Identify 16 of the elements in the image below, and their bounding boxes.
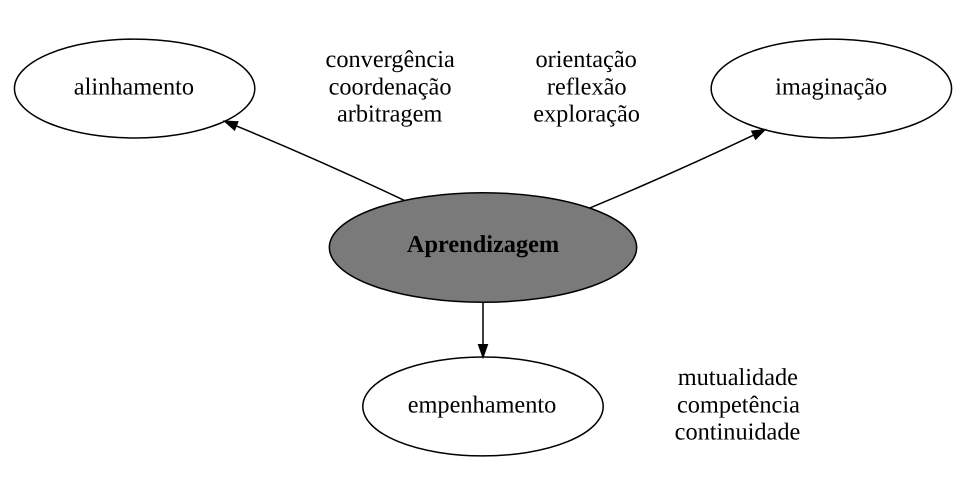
node-ellipse: empenhamento	[362, 356, 604, 456]
node-ellipse: alinhamento	[14, 38, 256, 138]
node-label: orientação	[535, 45, 637, 72]
node-label: competência	[676, 390, 800, 418]
node-label: convergência	[326, 45, 455, 72]
node-ellipse: imaginação	[710, 38, 952, 138]
node-label: mutualidade	[678, 363, 798, 390]
node-label: continuidade	[674, 418, 800, 446]
arrow	[478, 302, 488, 359]
node-label: exploração	[533, 100, 640, 128]
arrow	[590, 128, 767, 208]
node-ellipse: Aprendizagem	[328, 191, 638, 303]
node-label: coordenação	[328, 72, 452, 100]
node-label: arbitragem	[336, 100, 442, 128]
node-label: reflexão	[546, 72, 627, 100]
arrow	[222, 120, 404, 201]
